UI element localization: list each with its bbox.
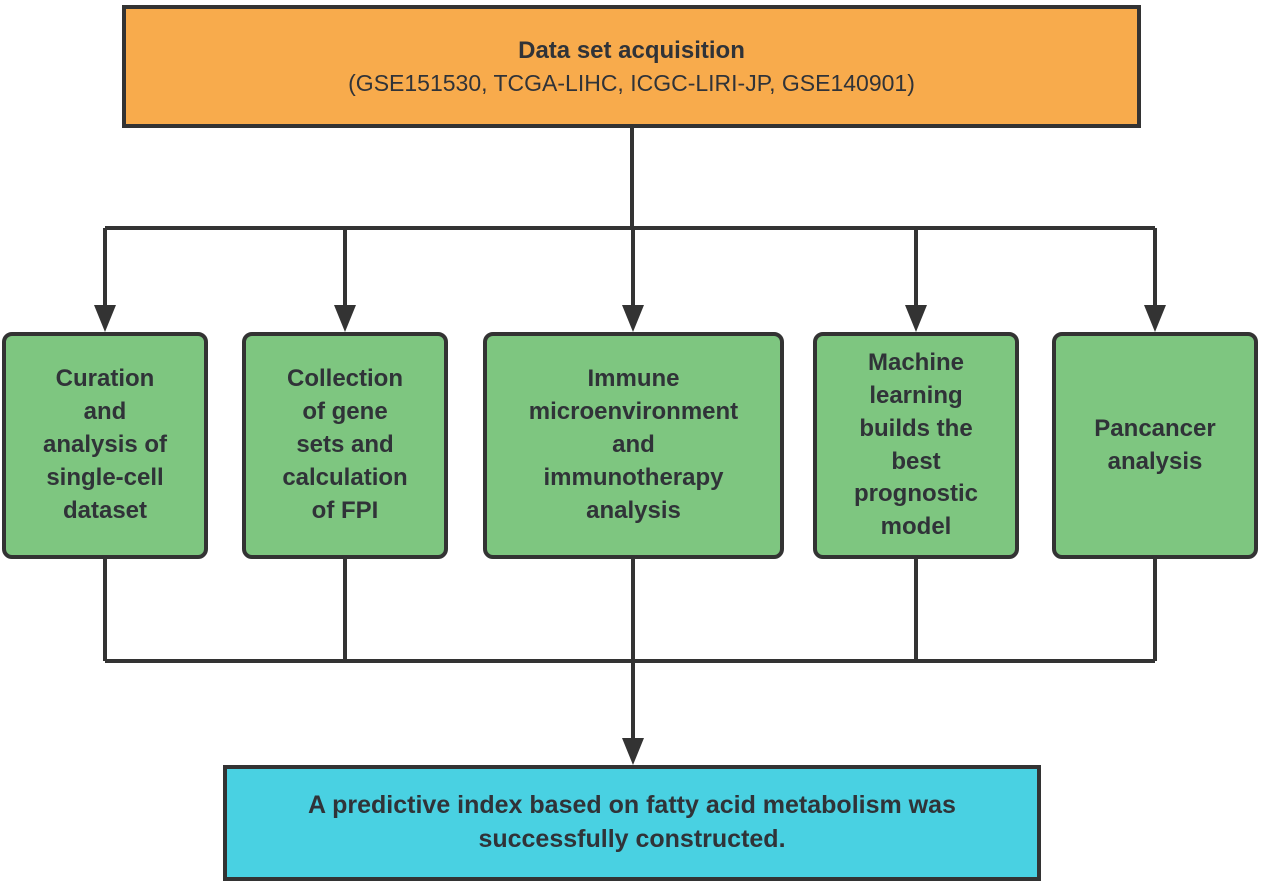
branch-box-immune-microenvironment: Immune microenvironment and immunotherap…	[483, 332, 784, 559]
arrowhead-branch-1	[94, 305, 116, 332]
branch-box-pancancer: Pancancer analysis	[1052, 332, 1258, 559]
branch-box-machine-learning: Machine learning builds the best prognos…	[813, 332, 1019, 559]
arrowhead-branch-5	[1144, 305, 1166, 332]
branch-box-label: Curation and analysis of single-cell dat…	[42, 365, 168, 524]
branch-box-label: Pancancer analysis	[1094, 414, 1216, 475]
branch-box-label: Immune microenvironment and immunotherap…	[528, 365, 739, 524]
arrowhead-branch-4	[905, 305, 927, 332]
conclusion-box: A predictive index based on fatty acid m…	[223, 765, 1041, 881]
branch-box-label: Collection of gene sets and calculation …	[282, 365, 408, 524]
arrowhead-branch-3	[622, 305, 644, 332]
dataset-acquisition-title: Data set acquisition	[518, 36, 745, 64]
conclusion-label: A predictive index based on fatty acid m…	[308, 791, 956, 853]
dataset-acquisition-box: Data set acquisition (GSE151530, TCGA-LI…	[122, 5, 1141, 128]
branch-box-label: Machine learning builds the best prognos…	[854, 348, 978, 541]
dataset-acquisition-sources: (GSE151530, TCGA-LIHC, ICGC-LIRI-JP, GSE…	[348, 69, 915, 96]
arrowhead-branch-2	[334, 305, 356, 332]
branch-box-single-cell: Curation and analysis of single-cell dat…	[2, 332, 208, 559]
branch-box-gene-sets-fpi: Collection of gene sets and calculation …	[242, 332, 448, 559]
arrowhead-conclusion	[622, 738, 644, 765]
